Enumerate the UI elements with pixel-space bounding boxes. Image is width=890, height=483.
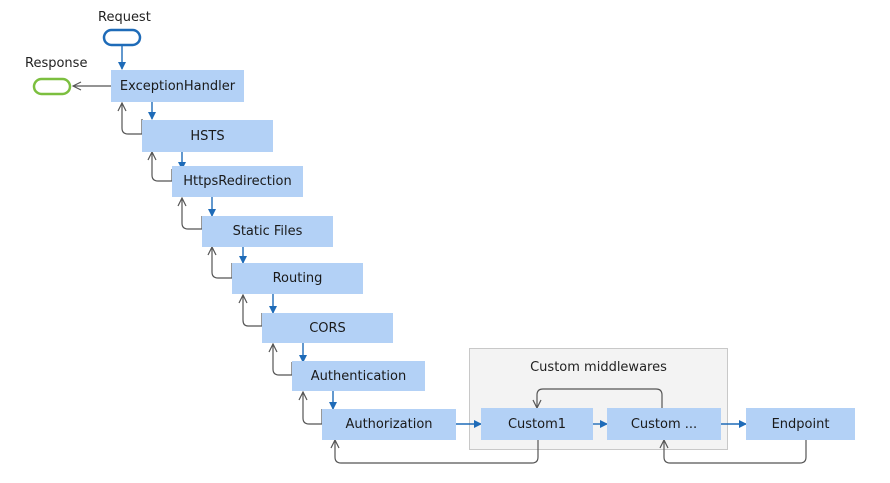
node-authentication: Authentication [292,361,425,391]
request-pill [102,28,142,47]
node-httpsredirection: HttpsRedirection [172,166,303,197]
node-authorization: Authorization [322,409,456,440]
node-cors: CORS [262,313,393,343]
request-label: Request [98,10,151,25]
node-routing: Routing [232,263,363,294]
node-exceptionhandler: ExceptionHandler [111,70,244,102]
node-hsts: HSTS [142,120,273,152]
custom-middlewares-title: Custom middlewares [530,360,667,375]
node-custom1: Custom1 [481,408,593,440]
response-pill [32,77,72,96]
response-flow-arrows [73,86,807,464]
node-endpoint: Endpoint [746,408,855,440]
node-custom-more: Custom ... [607,408,721,440]
response-label: Response [25,56,88,71]
node-staticfiles: Static Files [202,216,333,247]
